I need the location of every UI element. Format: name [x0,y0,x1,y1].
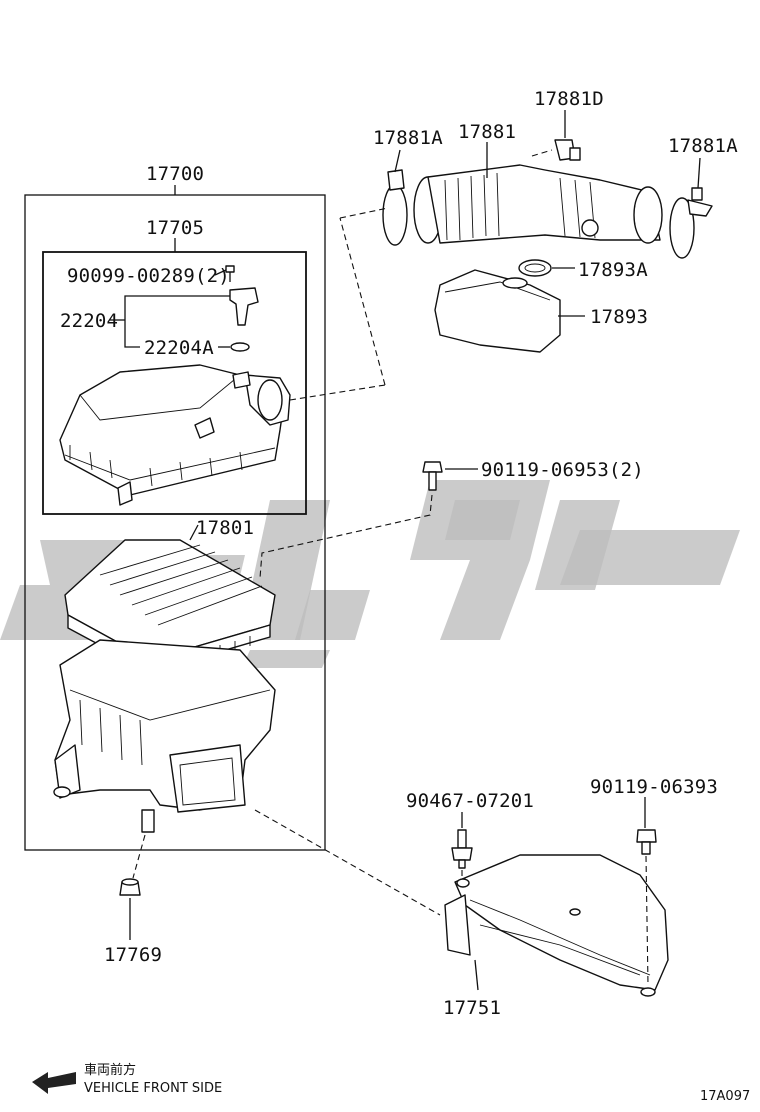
label-90119-06953: 90119-06953(2) [481,459,644,481]
label-90119-06393: 90119-06393 [590,776,718,798]
leader-lines [110,110,701,991]
bolt-90119-06393-drawing [636,829,657,855]
sensor-22204-drawing [225,265,259,389]
label-22204A: 22204A [144,337,214,359]
label-17881A-right: 17881A [668,135,738,157]
air-cleaner-case-drawing [53,639,276,833]
vehicle-front-indicator: 車両前方 VEHICLE FRONT SIDE [32,1062,222,1096]
label-17881A-left: 17881A [373,127,443,149]
label-17893: 17893 [590,306,648,328]
direction-label-jp: 車両前方 [84,1062,136,1078]
bolt-90119-06953-drawing [259,461,443,579]
resonator-17893-drawing [434,269,561,353]
label-17801: 17801 [196,517,254,539]
label-17881: 17881 [458,121,516,143]
label-17705: 17705 [146,217,204,239]
figure-code: 17A097 [700,1089,750,1104]
grommet-17769-drawing [119,834,146,896]
front-arrow-icon [32,1072,76,1094]
label-17751: 17751 [443,997,501,1019]
inlet-hose-17881-drawing [382,139,713,259]
label-22204: 22204 [60,310,118,332]
label-90467-07201: 90467-07201 [406,790,534,812]
watermark-logo [0,480,740,668]
label-17700: 17700 [146,163,204,185]
label-17893A: 17893A [578,259,648,281]
label-17881D: 17881D [534,88,604,110]
bolt-90467-drawing [451,829,473,869]
air-cleaner-cap-drawing [59,364,291,506]
inlet-duct-17751-drawing [444,854,669,997]
label-90099-00289: 90099-00289(2) [67,265,230,287]
direction-label-en: VEHICLE FRONT SIDE [84,1081,222,1096]
label-17769: 17769 [104,944,162,966]
clamp-17893A-drawing [518,259,552,277]
